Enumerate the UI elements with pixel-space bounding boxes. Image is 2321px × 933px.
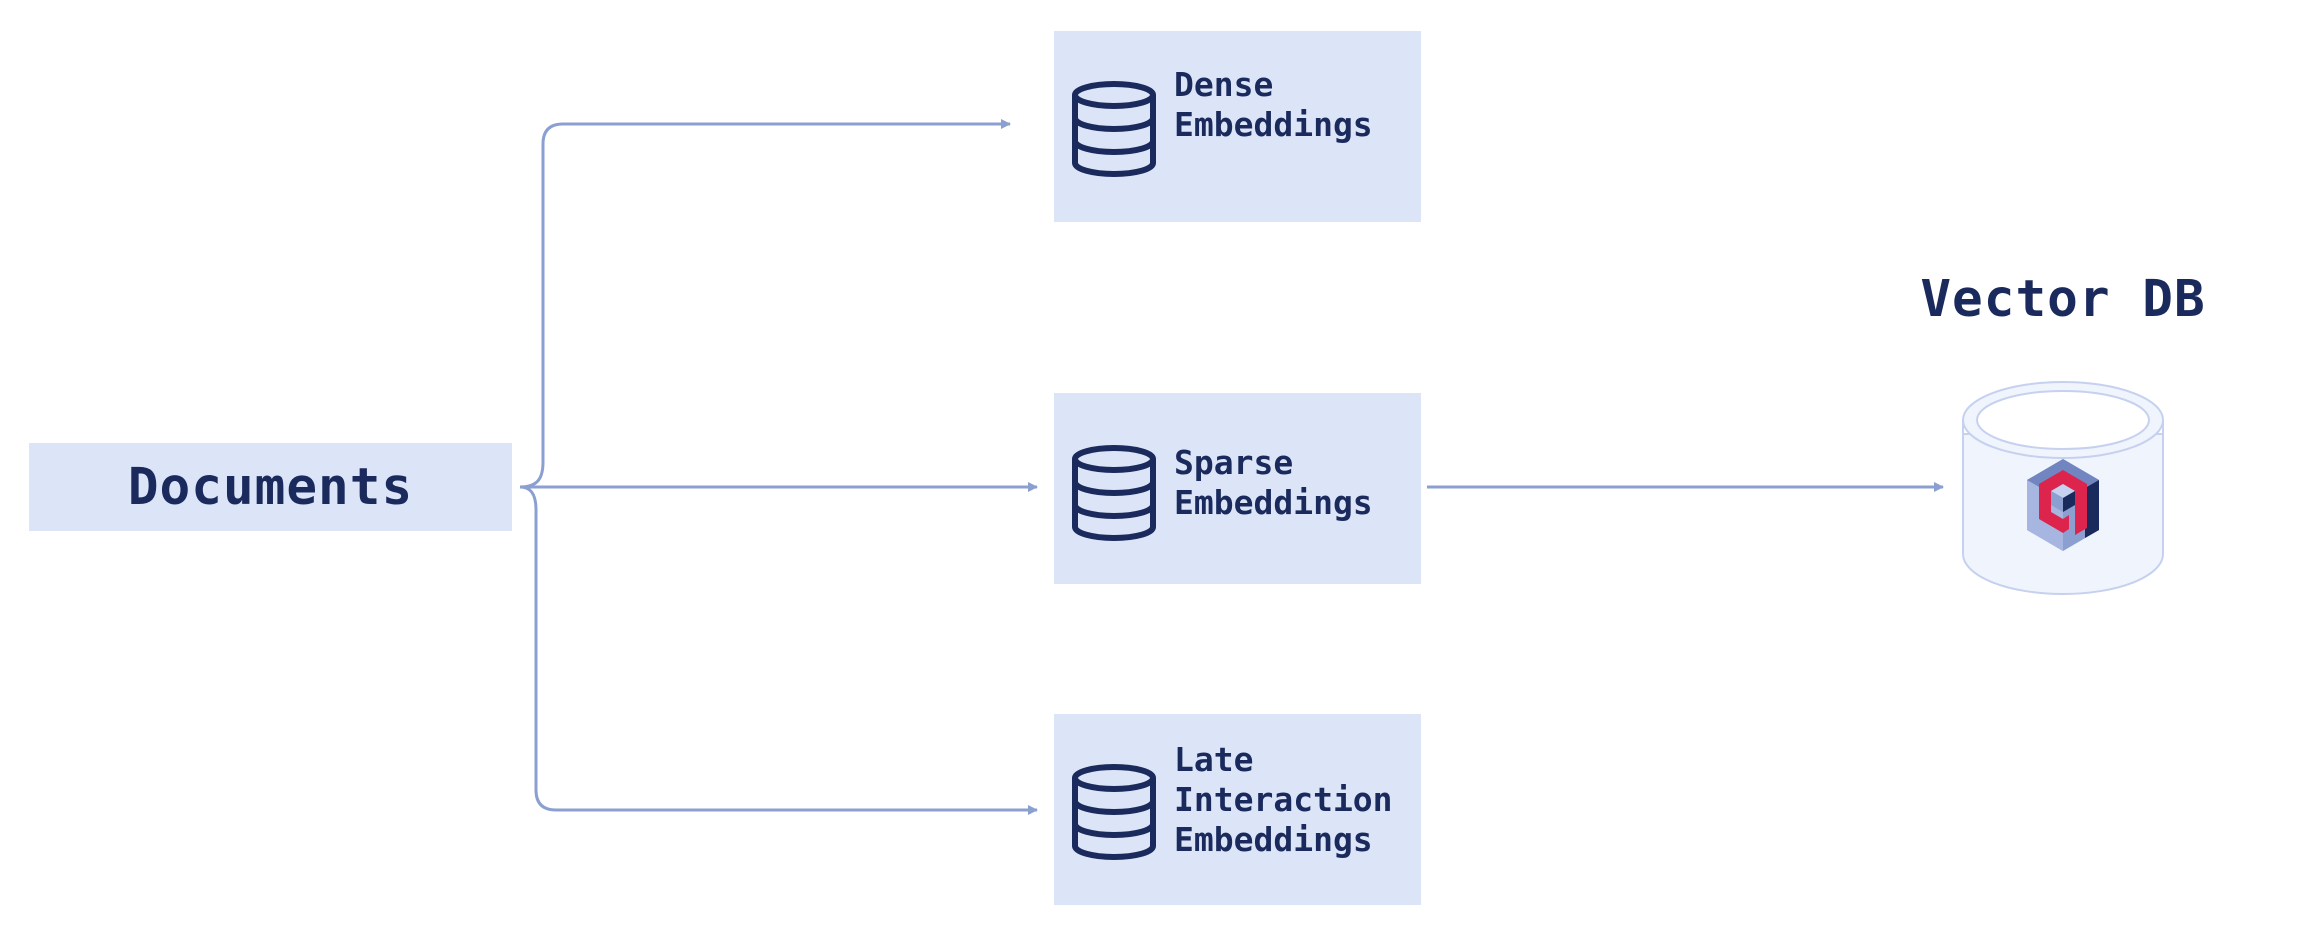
qdrant-logo-icon (2027, 459, 2099, 551)
late-interaction-embeddings-box: Late Interaction Embeddings (1054, 714, 1421, 905)
sparse-embeddings-label: Sparse Embeddings (1174, 443, 1373, 522)
documents-label: Documents (127, 457, 414, 517)
arrow-to-dense (519, 119, 1011, 489)
sparse-embeddings-box: Sparse Embeddings (1054, 393, 1421, 584)
database-icon (1072, 764, 1156, 860)
database-icon (1072, 81, 1156, 177)
arrow-to-late (519, 485, 1038, 815)
dense-embeddings-label: Dense Embeddings (1174, 65, 1373, 144)
late-interaction-embeddings-label: Late Interaction Embeddings (1174, 740, 1393, 859)
dense-embeddings-box: Dense Embeddings (1054, 31, 1421, 222)
database-icon (1072, 445, 1156, 541)
documents-box: Documents (29, 443, 512, 531)
vector-db-title: Vector DB (1920, 270, 2206, 329)
